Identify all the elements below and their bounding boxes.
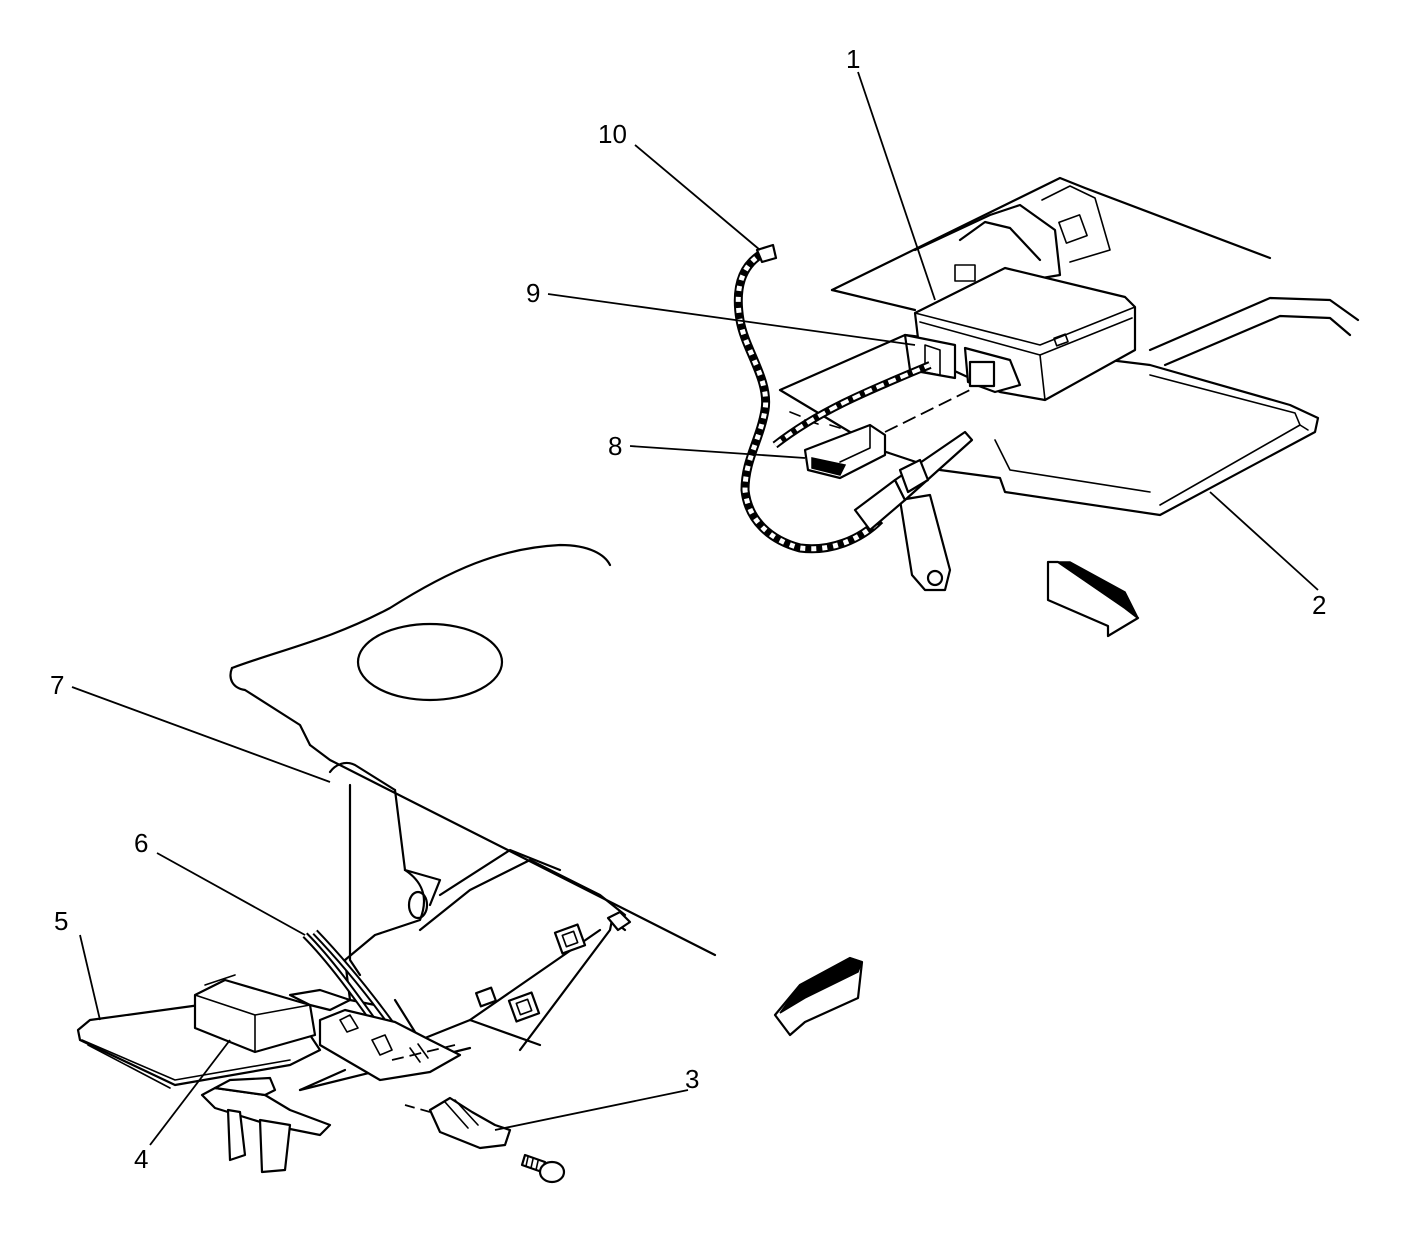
front-arrow-upper xyxy=(1046,560,1140,638)
callout-3: 3 xyxy=(685,1064,699,1094)
callout-6: 6 xyxy=(134,828,148,858)
wire-harness-10 xyxy=(733,243,932,554)
harness-connector-6 xyxy=(302,929,462,1082)
callout-7: 7 xyxy=(50,670,64,700)
callout-8: 8 xyxy=(608,431,622,461)
callout-9: 9 xyxy=(526,278,540,308)
module-4 xyxy=(193,974,352,1054)
callout-labels: 1 2 3 4 5 6 7 8 9 10 xyxy=(50,44,1326,1174)
callout-10: 10 xyxy=(598,119,627,149)
callout-5: 5 xyxy=(54,906,68,936)
callout-2: 2 xyxy=(1312,590,1326,620)
module-1 xyxy=(903,266,1137,402)
front-arrow-lower xyxy=(773,956,864,1037)
callout-leaders xyxy=(71,71,1319,1146)
callout-4: 4 xyxy=(134,1144,148,1174)
harness-connector-8 xyxy=(803,389,971,480)
sensor-bracket xyxy=(853,430,974,592)
callout-1: 1 xyxy=(846,44,860,74)
clip-3 xyxy=(404,1096,566,1184)
upper-floor-panel xyxy=(830,176,1360,367)
lower-floor-panel xyxy=(229,543,717,1052)
